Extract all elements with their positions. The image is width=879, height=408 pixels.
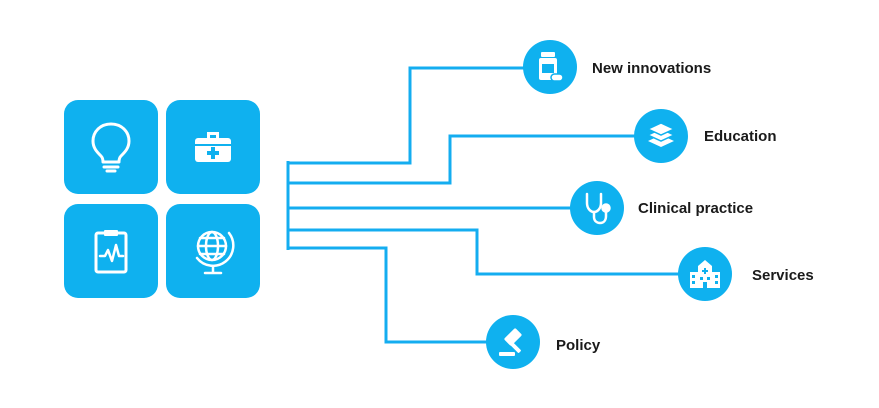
tile-medical-kit — [166, 100, 260, 194]
node-services — [678, 247, 732, 301]
tile-clipboard-chart — [64, 204, 158, 298]
medical-kit-icon — [195, 132, 231, 162]
stethoscope-icon — [585, 192, 611, 225]
medicine-bottle-icon — [539, 52, 564, 82]
globe-icon — [195, 230, 235, 275]
book-stack-icon — [646, 122, 676, 147]
clipboard-chart-icon — [94, 230, 128, 274]
branch-label-education: Education — [704, 128, 777, 145]
branch-label-policy: Policy — [556, 337, 601, 354]
connector-education — [288, 134, 636, 185]
branch-label-services: Services — [752, 267, 814, 284]
node-clinical-practice — [570, 181, 624, 235]
hospital-building-icon — [690, 260, 720, 288]
node-education — [634, 109, 688, 163]
tile-globe — [166, 204, 260, 298]
node-policy — [486, 315, 540, 369]
branch-label-new-innovations: New innovations — [592, 60, 712, 77]
connector-new-innovations — [286, 66, 524, 248]
node-new-innovations — [523, 40, 577, 94]
lightbulb-icon — [91, 122, 131, 173]
tile-lightbulb — [64, 100, 158, 194]
branch-label-clinical-practice: Clinical practice — [638, 200, 754, 217]
gavel-icon — [499, 328, 522, 356]
connector-services — [288, 228, 680, 276]
connector-policy — [288, 246, 488, 344]
